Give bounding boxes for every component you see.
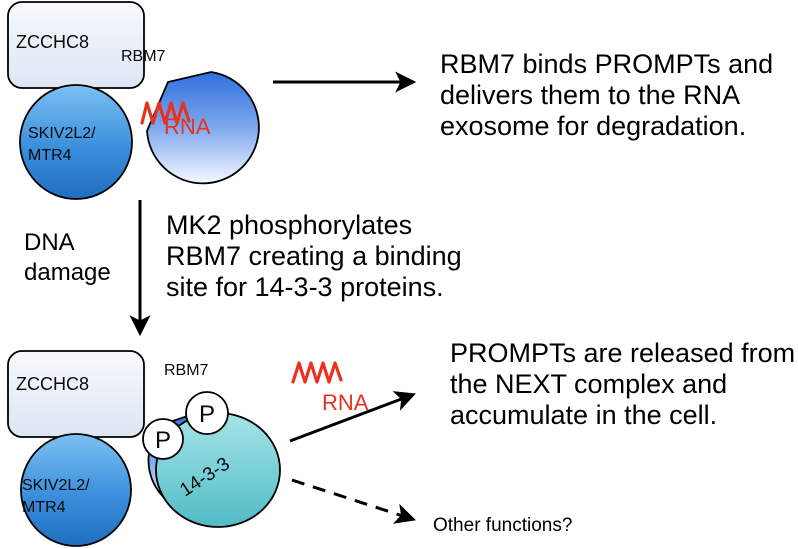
phospho-site-upper — [185, 391, 229, 435]
bottom-skiv2l2-label-line1: SKIV2L2/ — [22, 477, 90, 494]
other-functions-arrow — [291, 478, 416, 524]
dna-damage-label-line: DNA — [24, 229, 75, 256]
mechanism-text-line: RBM7 creating a binding — [166, 241, 462, 271]
top-zcchc8-label: ZCCHC8 — [16, 32, 89, 52]
phospho-site-lower-label: P — [155, 427, 171, 454]
top-skiv2l2-label-line2: MTR4 — [28, 147, 72, 164]
release-statement-line: the NEXT complex and — [450, 369, 728, 399]
phospho-site-lower — [142, 418, 184, 460]
bottom-skiv2l2-label-line2: MTR4 — [22, 499, 66, 516]
dna-damage-label-line: damage — [24, 259, 111, 286]
top-rna-label: RNA — [164, 114, 211, 139]
mechanism-text: MK2 phosphorylates RBM7 creating a bindi… — [166, 210, 462, 303]
released-rna-label: RNA — [322, 390, 369, 415]
bottom-rbm7-label: RBM7 — [164, 362, 209, 379]
release-statement-line: PROMPTs are released from — [450, 338, 796, 368]
bottom-zcchc8-shape — [7, 350, 145, 438]
released-rna-squiggle — [291, 361, 343, 384]
other-functions-label: Other functions? — [433, 515, 573, 536]
mechanism-text-line: MK2 phosphorylates — [166, 210, 413, 240]
top-rbm7-label: RBM7 — [121, 48, 166, 65]
top-rbm7-shape — [146, 71, 260, 185]
bottom-zcchc8-label: ZCCHC8 — [16, 374, 89, 394]
release-arrow — [289, 391, 416, 443]
top-statement-line: RBM7 binds PROMPTs and — [440, 49, 774, 79]
top-skiv2l2-shape — [19, 84, 133, 200]
top-statement-line: exosome for degradation. — [440, 111, 747, 141]
dna-damage-label: DNA damage — [24, 228, 111, 288]
top-statement-line: delivers them to the RNA — [440, 80, 741, 110]
top-skiv2l2-label-line1: SKIV2L2/ — [28, 125, 96, 142]
bottom-skiv2l2-shape — [20, 433, 132, 547]
top-statement: RBM7 binds PROMPTs and delivers them to … — [440, 49, 773, 142]
top-rna-squiggle — [140, 101, 191, 125]
bottom-next-complex: ZCCHC8 SKIV2L2/ MTR4 RBM7 14-3-3 P P — [7, 350, 281, 547]
release-statement: PROMPTs are released from the NEXT compl… — [450, 338, 795, 431]
top-next-complex: ZCCHC8 SKIV2L2/ MTR4 RBM7 RNA — [7, 1, 260, 200]
release-statement-line: accumulate in the cell. — [450, 400, 718, 430]
mechanism-text-line: site for 14-3-3 proteins. — [166, 272, 444, 302]
phospho-site-upper-label: P — [199, 401, 215, 428]
